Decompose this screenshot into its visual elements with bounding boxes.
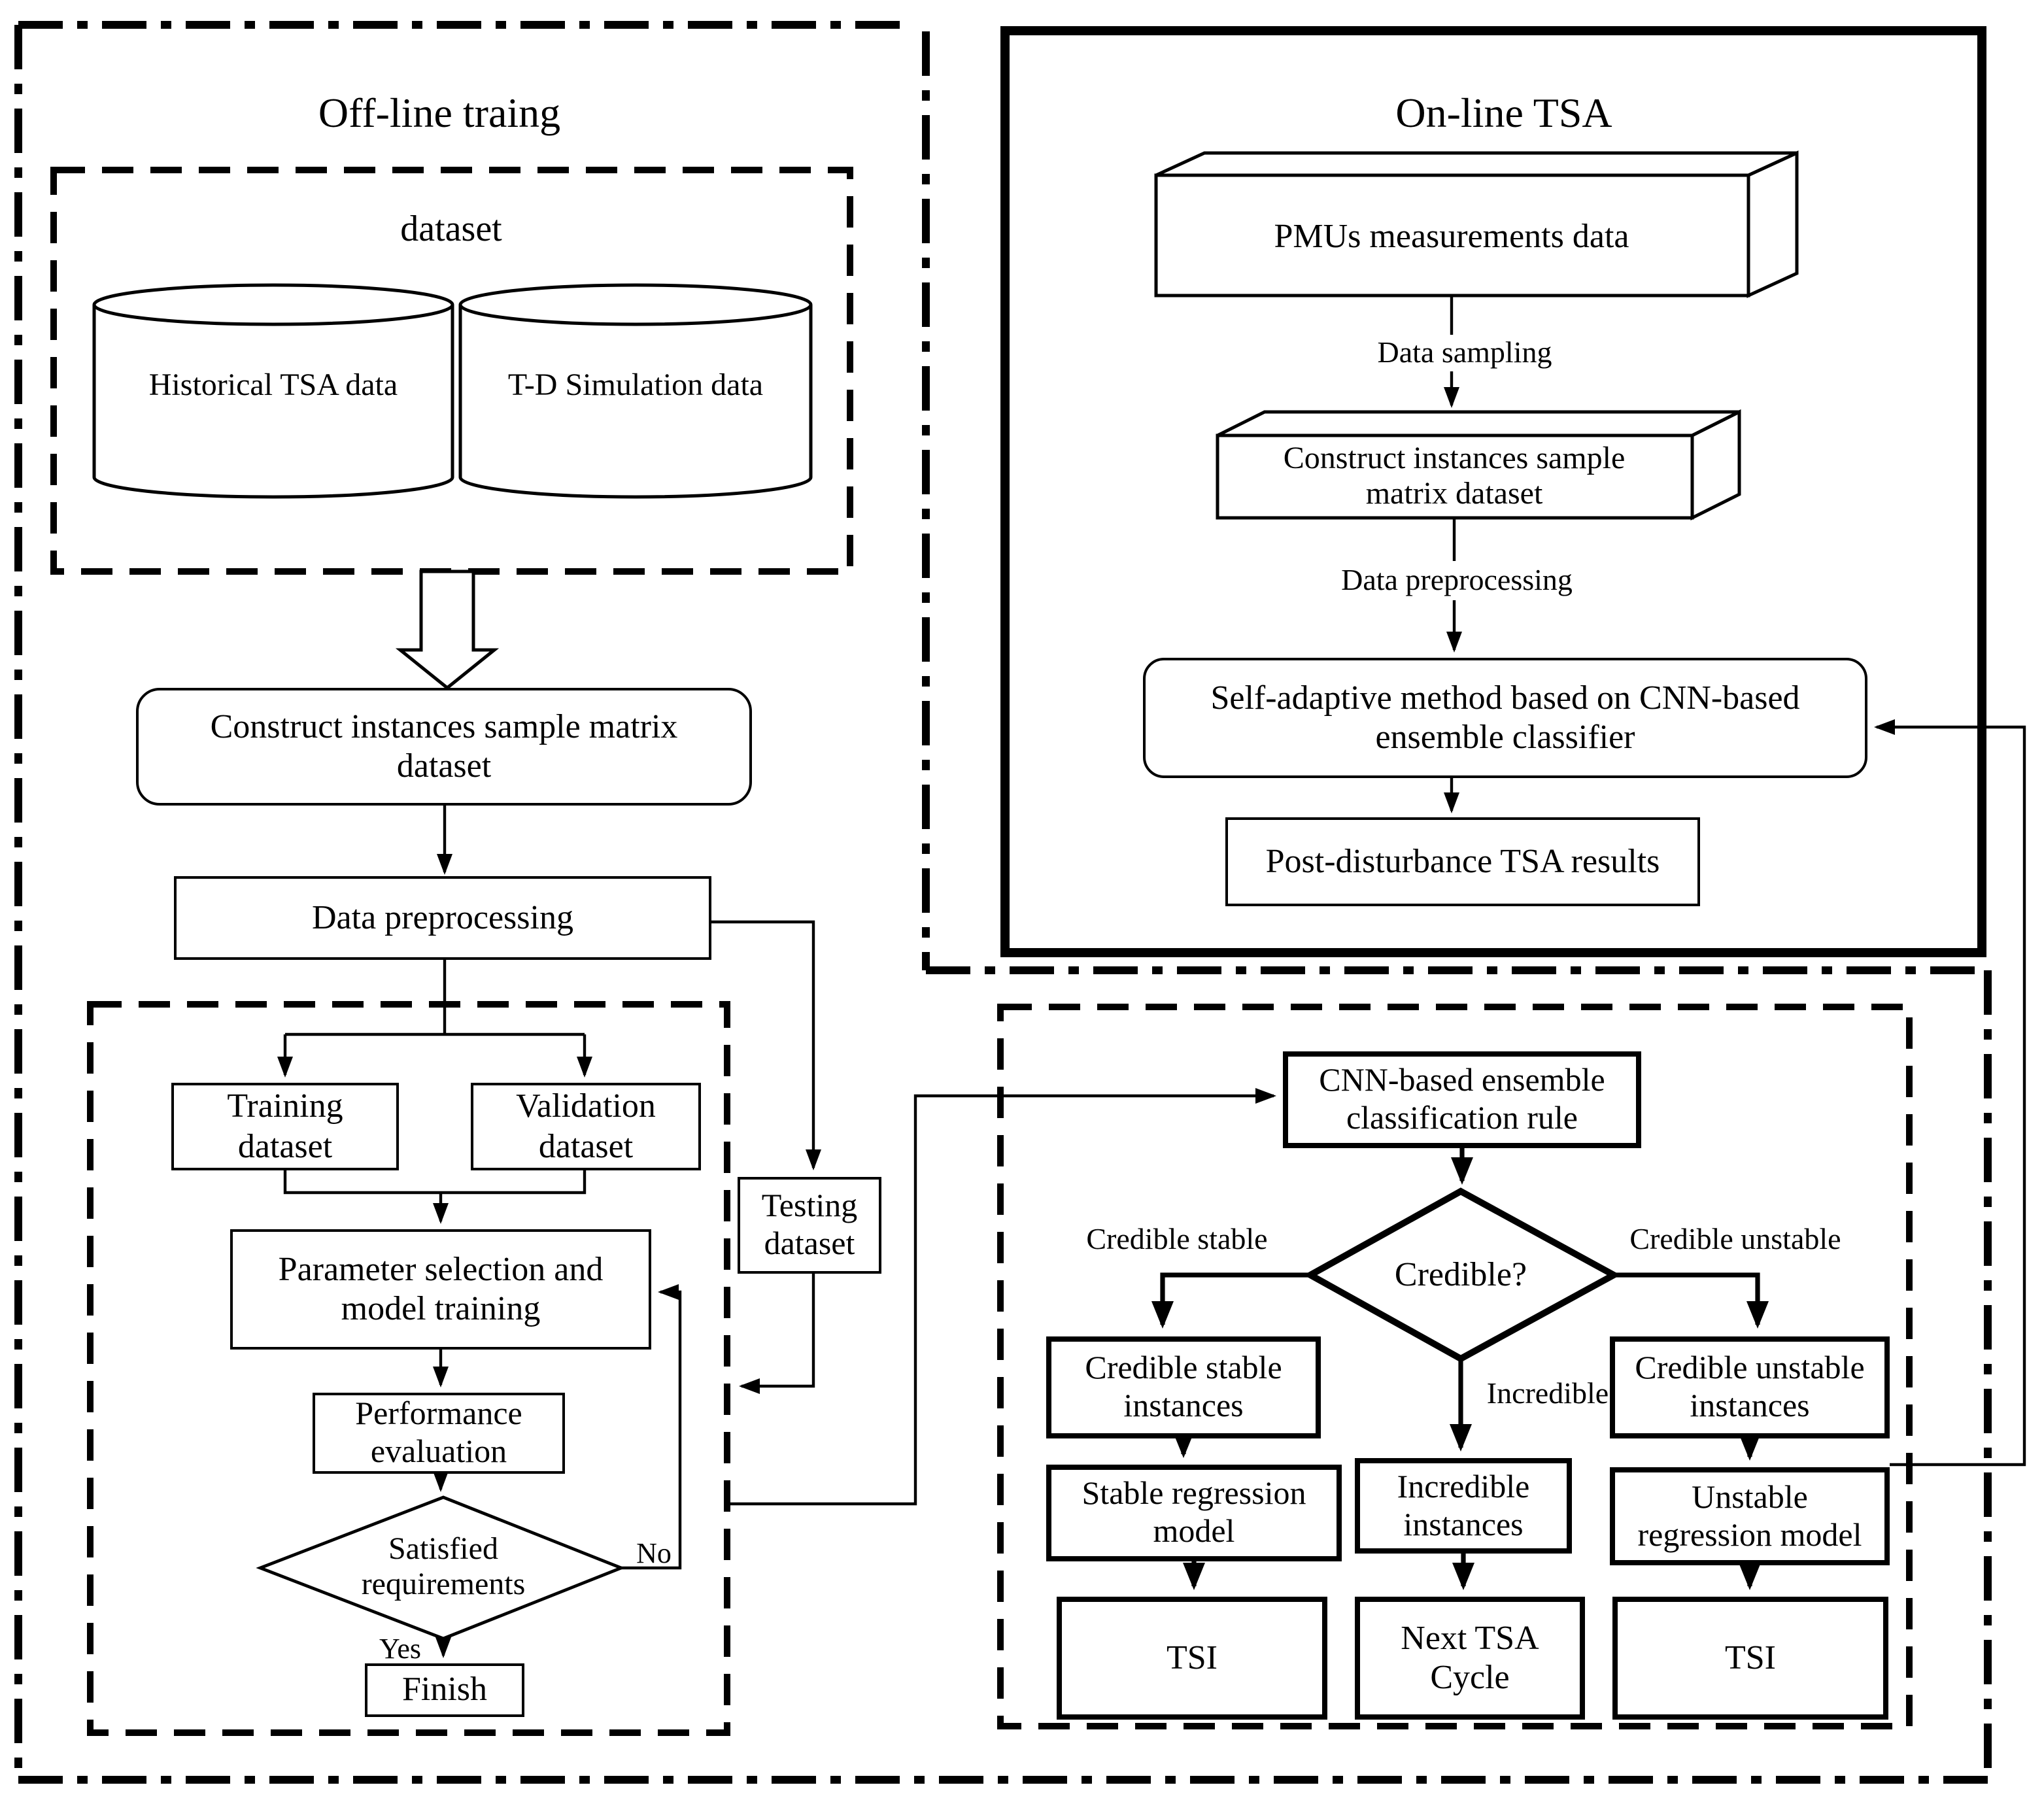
parameter-selection-box: Parameter selection and model training xyxy=(230,1229,651,1350)
construct-matrix-box-offline: Construct instances sample matrix datase… xyxy=(136,688,752,806)
dataset-region-title: dataset xyxy=(400,209,502,250)
credible-diamond-shape xyxy=(1303,1187,1621,1363)
no-label: No xyxy=(636,1537,672,1569)
connector-unstable-feedback xyxy=(1874,719,2026,1467)
performance-evaluation-box: Performance evaluation xyxy=(313,1393,565,1474)
self-adaptive-classifier-box: Self-adaptive method based on CNN-based … xyxy=(1143,658,1867,778)
online-title: On-line TSA xyxy=(1395,88,1612,135)
validation-dataset-box: Validation dataset xyxy=(471,1083,701,1170)
online-tsa-region xyxy=(1000,26,1986,957)
construct-3d-front xyxy=(1216,434,1694,520)
credible-unstable-branch-label: Credible unstable xyxy=(1629,1223,1841,1255)
tsi-right-box: TSI xyxy=(1612,1597,1888,1720)
data-preprocessing-label-online: Data preprocessing xyxy=(1308,561,1606,600)
connector-credible-stable-branch xyxy=(1151,1272,1310,1329)
block-arrow-icon xyxy=(395,570,500,690)
data-preprocessing-box-offline: Data preprocessing xyxy=(174,876,711,960)
incredible-branch-label: Incredible xyxy=(1486,1377,1609,1410)
classification-dashed-region xyxy=(997,1004,1913,1729)
satisfied-diamond-shape xyxy=(256,1495,626,1640)
credible-diamond-label: Credible? xyxy=(1394,1255,1527,1293)
connector-merge-bar xyxy=(283,1170,587,1195)
satisfied-diamond-label: Satisfied requirements xyxy=(361,1533,526,1602)
simulation-db-label: T-D Simulation data xyxy=(507,368,764,402)
data-sampling-label: Data sampling xyxy=(1354,335,1576,371)
connector-no-feedback xyxy=(621,1284,682,1570)
cylinder-simulation-top xyxy=(458,283,813,326)
pmus-3d-front xyxy=(1154,173,1750,298)
historical-db-label: Historical TSA data xyxy=(148,368,398,402)
stable-regression-model-box: Stable regression model xyxy=(1046,1465,1342,1561)
cylinder-historical-body xyxy=(92,305,454,499)
connector-credible-unstable-branch xyxy=(1614,1272,1769,1329)
unstable-regression-model-box: Unstable regression model xyxy=(1610,1467,1890,1565)
finish-box: Finish xyxy=(365,1663,524,1717)
tsi-left-box: TSI xyxy=(1057,1597,1327,1720)
pmus-box-label: PMUs measurements data xyxy=(1274,217,1629,255)
connector-preprocessing-to-testing xyxy=(711,920,821,1170)
offline-title: Off-line traing xyxy=(318,88,561,135)
cnn-rule-box: CNN-based ensemble classification rule xyxy=(1283,1051,1641,1148)
training-dataset-box: Training dataset xyxy=(171,1083,399,1170)
construct-matrix-box-online-label: Construct instances sample matrix datase… xyxy=(1283,442,1626,511)
connector-testing-to-offline xyxy=(739,1274,815,1394)
credible-stable-instances-box: Credible stable instances xyxy=(1046,1336,1321,1438)
yes-label: Yes xyxy=(379,1632,421,1665)
cylinder-historical-top xyxy=(92,283,454,326)
connector-offline-to-rule xyxy=(730,1088,1276,1506)
testing-dataset-box: Testing dataset xyxy=(738,1177,881,1274)
incredible-instances-box: Incredible instances xyxy=(1355,1458,1572,1554)
cylinder-simulation-body xyxy=(458,305,813,499)
next-tsa-cycle-box: Next TSA Cycle xyxy=(1355,1597,1585,1720)
post-disturbance-results-box: Post-disturbance TSA results xyxy=(1225,817,1700,906)
credible-stable-branch-label: Credible stable xyxy=(1086,1223,1268,1255)
credible-unstable-instances-box: Credible unstable instances xyxy=(1610,1336,1890,1438)
offline-lower-dashed-region xyxy=(87,1001,730,1736)
dataset-dashed-region xyxy=(50,167,853,575)
